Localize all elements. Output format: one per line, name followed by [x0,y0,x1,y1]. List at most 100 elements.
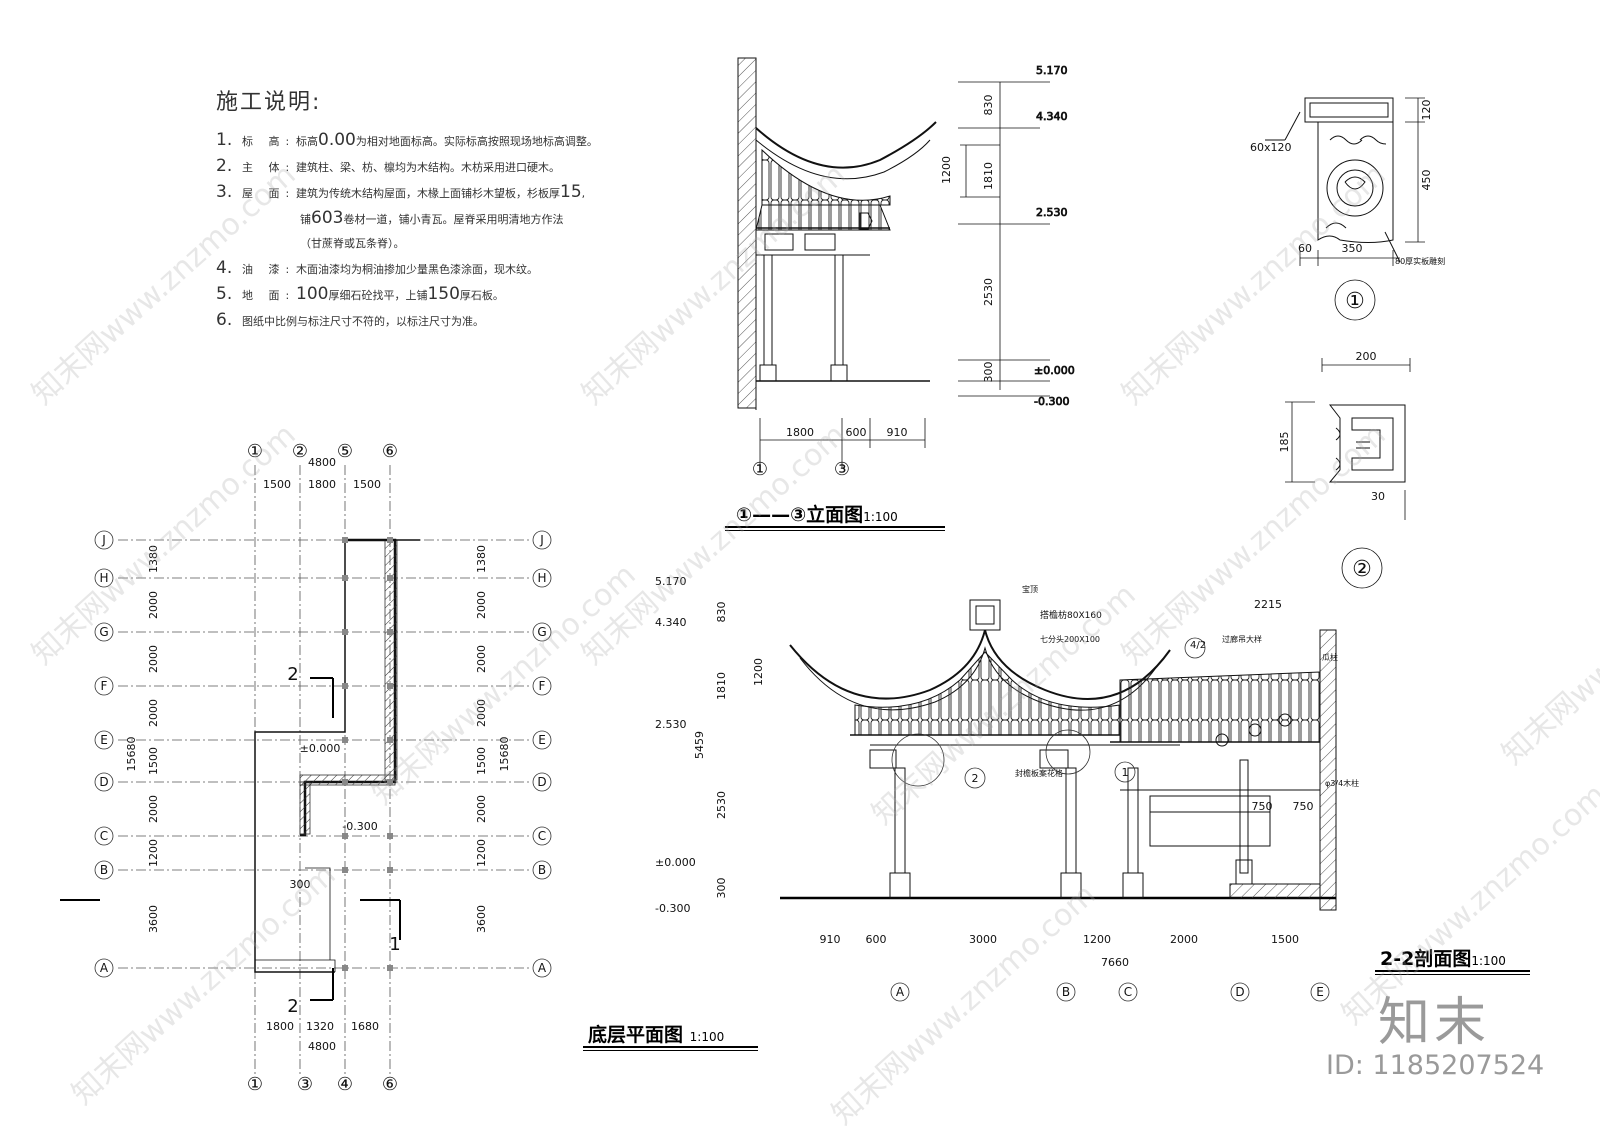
watermark-id: ID: 1185207524 [1326,1050,1545,1081]
plan-bottom-dim: 1680 [351,1020,379,1033]
plan-row-axis-label: E [100,733,108,747]
note-row: 铺603卷材一道，铺小青瓦。屋脊采用明清地方作法 [216,206,598,232]
plan-row-axis-label: F [539,679,546,693]
plan-row-axis-bubble [532,772,552,792]
note-row: 4.油 漆:木面油漆均为桐油掺加少量黑色漆涂面，现木纹。 [216,256,598,282]
section-axis-label: C [1124,985,1132,999]
note-text: 卷材一道，铺小青瓦。屋脊采用明清地方作法 [343,213,564,226]
note-text: 图纸中比例与标注尺寸不符的，以标注尺寸为准。 [242,315,484,328]
plan-column [342,737,348,743]
elevation-level-1: 4.340 [1036,110,1068,123]
plan-row-dim-left: 3600 [147,905,160,933]
elevation-vdim: 1200 [940,156,953,184]
section-drawing [780,599,1337,911]
plan-level: ±0.000 [300,742,341,755]
note-value: 100 [296,284,329,304]
plan-row-dim-right: 2000 [475,699,488,727]
plan-row-dim-right: 2000 [475,645,488,673]
plan-row-axis-bubble [532,826,552,846]
elevation-hdim: 910 [887,426,908,439]
elevation-vdim: 2530 [982,278,995,306]
plan-column [342,779,348,785]
note-text: 建筑柱、梁、枋、檩均为木结构。木枋采用进口硬木。 [296,161,560,174]
plan-row-axis-bubble [532,860,552,880]
plan-row-axis-bubble [94,568,114,588]
section-callout: 瓜柱 [1322,652,1338,662]
detail2-ref: ② [1352,557,1372,582]
section-detail-ref: 2 [972,772,979,785]
plan-row-axis-label: A [100,961,109,975]
plan-column [387,737,393,743]
plan-row-axis-label: G [99,625,108,639]
plan-column [342,629,348,635]
section-level: 5.170 [655,575,687,588]
section-callout: 搭檐枋80X160 [1040,609,1102,621]
plan-row-axis-label: H [99,571,108,585]
elevation-level-2: 2.530 [1036,206,1068,219]
plan-row-axis-bubble [94,530,114,550]
section-title: 2-2剖面图1:100 [1380,948,1506,970]
plan-row-axis-label: B [538,863,546,877]
plan-row-axis-label: B [100,863,108,877]
note-text: （甘蔗脊或瓦条脊）。 [300,237,405,250]
section-axis-bubble [1310,982,1330,1002]
plan-row-axis-bubble [94,826,114,846]
detail1-label: 80厚实板雕刻 [1395,256,1445,266]
note-heading: 主 体: [242,161,296,174]
elevation-title: ①——③立面图1:100 [736,504,898,526]
note-prefix: 标高 [296,135,318,148]
plan-row-axis-bubble [94,676,114,696]
elevation-level-0: 5.170 [1036,64,1068,77]
plan-column [342,575,348,581]
section-level: 2.530 [655,718,687,731]
plan-title-underline [583,1046,758,1051]
note-heading: 标 高: [242,135,296,148]
plan-wall-dim: 300 [290,878,311,891]
plan-column [387,683,393,689]
section-vdim: 5459 [693,731,706,759]
note-heading: 地 面: [242,289,296,302]
elevation-level-3: ±0.000 [1034,364,1075,377]
plan-row-axis-bubble [94,772,114,792]
detail1-dim: 350 [1342,242,1363,255]
plan-bottom-axis-label: ⑥ [382,1074,398,1095]
detail2-dim: 185 [1278,432,1291,453]
plan-column [342,683,348,689]
detail1-dim: 120 [1420,100,1433,121]
section-vdim: 1200 [752,658,765,686]
detail2-dim: 30 [1371,490,1385,503]
note-row: 6.图纸中比例与标注尺寸不符的，以标注尺寸为准。 [216,308,598,334]
section-hdim: 1500 [1271,933,1299,946]
plan-row-dim-right: 2000 [475,795,488,823]
plan-column [387,629,393,635]
section-callout: φ3/4木柱 [1325,778,1359,788]
note-prefix: 铺 [300,213,311,226]
section-inner-dim: 750 [1252,800,1273,813]
plan-top-axis-label: ② [292,441,308,462]
plan-column [342,833,348,839]
note-value: 15 [560,182,582,202]
detail-1-drawing [1265,97,1401,263]
elevation-dims: 5.170 4.340 2.530 ±0.000 -0.300 83018101… [752,64,1075,480]
section-title-underline [1375,970,1530,975]
plan-row-axis-bubble [532,622,552,642]
plan-row-axis-bubble [94,730,114,750]
plan-row-dim-left: 1380 [147,545,160,573]
plan-title: 底层平面图 1:100 [588,1024,725,1046]
construction-notes: 施工说明: 1.标 高:标高0.00为相对地面标高。实际标高按照现场地标高调整。… [216,84,598,334]
plan-total-right: 15680 [498,737,511,772]
section-level: ±0.000 [655,856,696,869]
plan-top-axis-label: ① [247,441,263,462]
plan-row-axis-bubble [94,958,114,978]
plan-bottom-axis-label: ① [247,1074,263,1095]
note-text: 厚细石砼找平，上铺 [328,289,428,302]
section-vdim: 300 [715,878,728,899]
section-hdim: 910 [820,933,841,946]
plan-top-axis-label: ⑥ [382,441,398,462]
section-axis-label: A [896,985,905,999]
detail1-label: 60x120 [1250,141,1292,154]
section-hdim: 2000 [1170,933,1198,946]
